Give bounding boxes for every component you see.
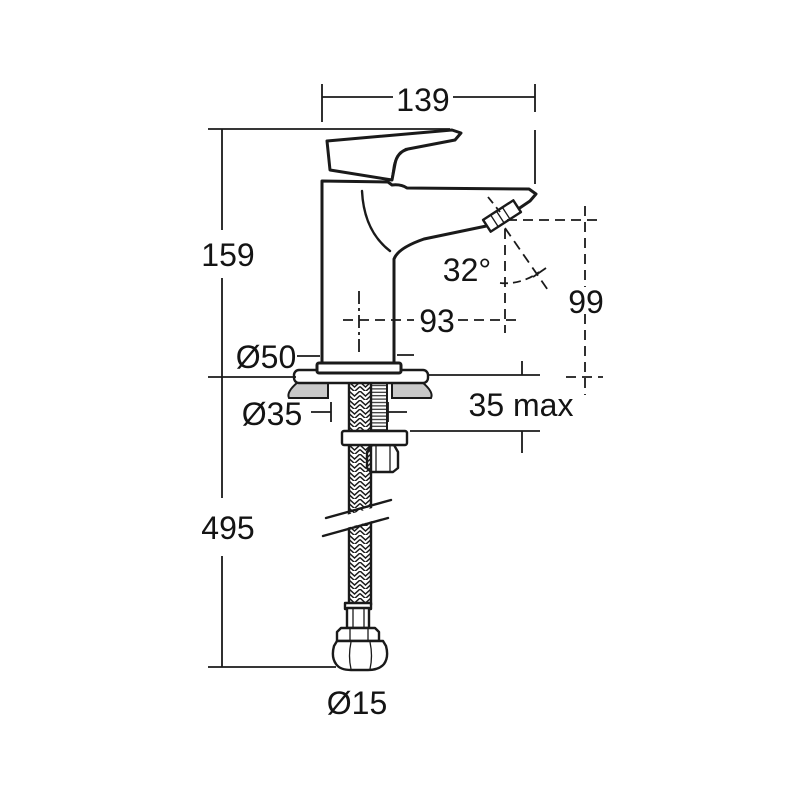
hose-break-symbol: [321, 498, 393, 538]
angle-arc-tick: [532, 267, 547, 278]
compression-fitting: [331, 601, 389, 672]
dimension-35max: [410, 361, 540, 453]
mounting-washer: [340, 429, 409, 447]
dimension-93: [343, 229, 519, 354]
spray-angle-ray: [504, 227, 551, 294]
threaded-stud: [370, 376, 388, 434]
label-base-diameter: Ø50: [236, 339, 296, 375]
fitting-collar: [345, 606, 371, 630]
countertop-section-right: [391, 381, 433, 399]
angle-arc: [499, 271, 540, 285]
label-connector-diameter: Ø15: [327, 685, 387, 721]
dimension-dia50: [297, 354, 414, 357]
faucet-body-spout: [320, 179, 538, 365]
label-overall-width: 139: [396, 82, 449, 118]
dimension-dia35: [311, 402, 407, 422]
handle-crease-line: [390, 147, 408, 181]
compression-nut: [331, 639, 389, 672]
dimension-labels: 139 159 Ø50 Ø35 93 32° 99 35 max 495 Ø15: [201, 82, 603, 721]
countertop-section-left: [287, 381, 329, 399]
faucet-assembly: [287, 128, 538, 672]
label-spout-angle: 32°: [443, 252, 491, 288]
label-hose-length: 495: [201, 510, 254, 546]
label-spout-reach: 93: [419, 303, 455, 339]
label-deck-thickness: 35 max: [469, 387, 574, 423]
fitting-hex-band: [335, 626, 381, 643]
body-crease-line: [360, 189, 392, 253]
dimension-lines: [208, 84, 603, 668]
braided-hose: [347, 380, 373, 606]
fixing-nut: [365, 443, 400, 474]
label-hole-diameter: Ø35: [242, 396, 302, 432]
dimension-139: [321, 84, 536, 184]
label-outlet-height: 99: [568, 284, 604, 320]
aerator-axis-stub: [487, 196, 501, 213]
dimension-angle32: [487, 196, 551, 294]
dimension-99: [507, 206, 603, 395]
label-body-height: 159: [201, 237, 254, 273]
